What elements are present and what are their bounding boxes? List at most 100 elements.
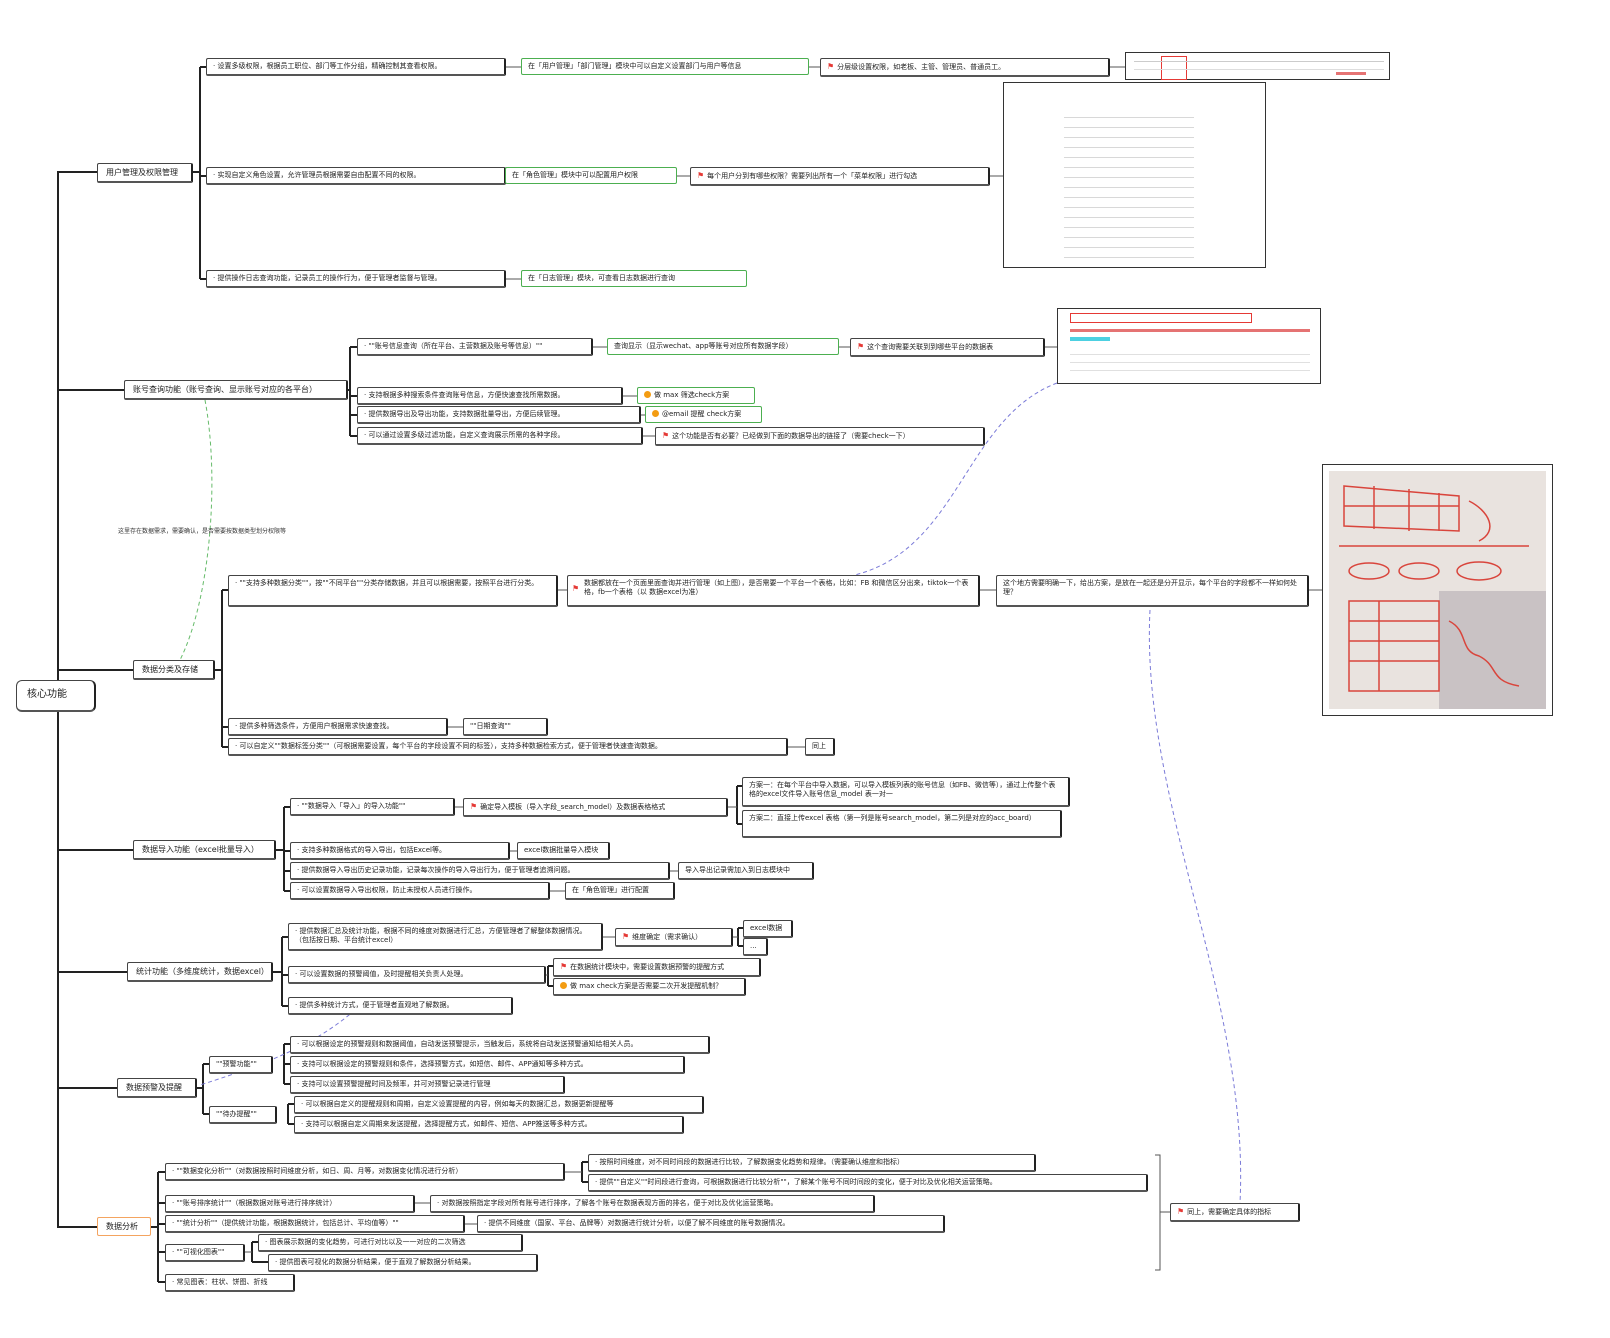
topic-node[interactable]: · ""账号排序统计""（根据数据对账号进行排序统计） [165,1195,415,1213]
priority-icon [644,391,651,398]
topic-node[interactable]: · ""账号信息查询（所在平台、主营数据及账号等信息）"" [357,338,593,356]
topic-node[interactable]: · 对数据按照指定字段对所有账号进行排序，了解各个账号在数据表现方面的排名，便于… [430,1195,875,1213]
branch-data-import[interactable]: 数据导入功能（excel批量导入） [133,840,276,860]
solution-node[interactable]: 在「用户管理」「部门管理」模块中可以自定义设置部门与用户等信息 [521,58,809,75]
subtopic-todo[interactable]: ""待办提醒"" [209,1106,277,1124]
red-flag-icon: ⚑ [1177,1207,1185,1216]
solution-node[interactable]: 同上 [805,738,835,756]
red-flag-icon: ⚑ [622,932,630,941]
solution-node[interactable]: 查询显示（显示wechat、app等账号对应所有数据字段） [607,338,839,355]
topic-node[interactable]: · ""数据导入「导入」的导入功能"" [290,798,455,816]
red-flag-icon: ⚑ [662,431,670,440]
priority-icon [560,982,567,989]
topic-node[interactable]: · ""可视化图表"" [165,1244,245,1262]
issue-text: 维度确定（需求确认） [632,933,703,941]
topic-node[interactable]: · ""统计分析""（提供统计功能，根据数据统计，包括总计、平均值等）"" [165,1215,465,1233]
topic-node[interactable]: · 常见图表：柱状、饼图、折线 [165,1274,295,1292]
branch-statistics[interactable]: 统计功能（多维度统计，数据excel） [127,962,273,982]
issue-text: 每个用户分到有哪些权限？需要列出所有一个「菜单权限」进行勾选 [707,172,918,180]
topic-node[interactable]: · 支持根据多种搜索条件查询账号信息，方便快速查找所需数据。 [357,387,623,405]
topic-node[interactable]: · 支持可以根据自定义周期来发送提醒，选择提醒方式，如邮件、短信、APP推送等多… [294,1116,684,1134]
red-flag-icon: ⚑ [697,171,705,180]
topic-node[interactable]: · 可以设置数据导入导出权限，防止未授权人员进行操作。 [290,882,550,900]
sketch-photo[interactable] [1322,464,1553,716]
topic-node[interactable]: · 可以根据自定义的提醒规则和周期，自定义设置提醒的内容，例如每天的数据汇总，数… [294,1096,704,1114]
subtopic-alert[interactable]: ""预警功能"" [209,1056,273,1074]
topic-node[interactable]: · 提供图表可视化的数据分析结果，便于直观了解数据分析结果。 [268,1254,538,1272]
solution-node[interactable]: 在「角色管理」模块中可以配置用户权限 [505,167,677,184]
topic-node[interactable]: · ""支持多种数据分类""，按""不同平台""分类存储数据，并且可以根据需要，… [228,575,558,607]
option-node[interactable]: ... [743,938,768,956]
solution-text: @email 提醒 check方案 [662,410,742,418]
solution-text: 做 max 筛选check方案 [654,391,730,399]
issue-text: 同上，需要确定具体的指标 [1187,1208,1272,1216]
issue-text: 在数据统计模块中，需要设置数据预警的提醒方式 [570,963,725,971]
issue-node[interactable]: ⚑每个用户分到有哪些权限？需要列出所有一个「菜单权限」进行勾选 [690,167,990,186]
solution-node[interactable]: 做 max 筛选check方案 [637,387,755,404]
issue-text: 数据都放在一个页面里面查询并进行管理（如上图），是否需要一个平台一个表格，比如：… [584,579,969,596]
red-flag-icon: ⚑ [827,62,835,71]
hand-drawn-sketch [1329,471,1546,709]
topic-node[interactable]: · 支持可以根据设定的预警规则和条件，选择预警方式，如短信、邮件、APP通知等多… [290,1056,685,1074]
branch-data-classification[interactable]: 数据分类及存储 [133,660,215,680]
option-node[interactable]: excel数据 [743,920,793,938]
topic-node[interactable]: · 可以自定义""数据标签分类""（可根据需要设置，每个平台的字段设置不同的标签… [228,738,788,756]
topic-node[interactable]: · 可以根据设定的预警规则和数据阈值，自动发送预警提示，当触发后，系统将自动发送… [290,1036,710,1054]
option-node[interactable]: 做 max check方案是否需要二次开发提醒机制？ [553,978,746,996]
topic-node[interactable]: · 提供操作日志查询功能，记录员工的操作行为，便于管理者监督与管理。 [206,270,506,288]
branch-data-analysis[interactable]: 数据分析 [97,1217,151,1236]
issue-text: 确定导入模板（导入字段_search_model）及数据表格格式 [480,803,666,811]
issue-text: 分层级设置权限，如老板、主管、管理员、普通员工。 [837,63,1006,71]
screenshot-thumbnail[interactable] [1125,52,1390,80]
red-flag-icon: ⚑ [560,962,568,971]
topic-node[interactable]: · 支持可以设置预警提醒时间及频率，并可对预警记录进行管理 [290,1076,565,1094]
topic-node[interactable]: · 支持多种数据格式的导入导出，包括Excel等。 [290,842,510,860]
permission-tree-screenshot[interactable] [1003,82,1266,268]
branch-alerts[interactable]: 数据预警及提醒 [117,1078,197,1098]
topic-node[interactable]: · 可以设置数据的预警阈值，及时提醒相关负责人处理。 [288,966,546,984]
solution-node[interactable]: 在「角色管理」进行配置 [565,882,675,900]
relationship-label: 这里存在数据需求，需要确认，是否需要按数据类型划分权限等 [118,528,287,535]
root-node[interactable]: 核心功能 [16,680,96,712]
issue-node[interactable]: ⚑在数据统计模块中，需要设置数据预警的提醒方式 [553,958,761,977]
topic-node[interactable]: · 提供数据汇总及统计功能，根据不同的维度对数据进行汇总，方便管理者了解整体数据… [288,923,603,951]
issue-node[interactable]: ⚑维度确定（需求确认） [615,928,733,947]
summary-issue-node[interactable]: ⚑同上，需要确定具体的指标 [1170,1203,1300,1222]
issue-node[interactable]: ⚑确定导入模板（导入字段_search_model）及数据表格格式 [463,798,728,817]
topic-node[interactable]: · 提供数据导入导出历史记录功能，记录每次操作的导入导出行为，便于管理者追溯问题… [290,862,670,880]
note-node[interactable]: 这个地方需要明确一下，给出方案，是放在一起还是分开显示，每个平台的字段都不一样如… [996,575,1309,607]
topic-node[interactable]: · 图表展示数据的变化趋势，可进行对比以及一一对应的二次筛选 [258,1234,523,1252]
topic-node[interactable]: · ""数据变化分析""（对数据按照时间维度分析，如日、周、月等，对数据变化情况… [165,1163,565,1181]
topic-node[interactable]: · 可以通过设置多级过滤功能，自定义查询展示所需的各种字段。 [357,427,643,445]
topic-node[interactable]: · 提供不同维度（国家、平台、品牌等）对数据进行统计分析，以便了解不同维度的账号… [477,1215,945,1233]
red-flag-icon: ⚑ [470,802,478,811]
priority-icon [652,410,659,417]
issue-node[interactable]: ⚑这个功能是否有必要？已经做到下面的数据导出的链接了（需要check一下） [655,427,985,446]
topic-node[interactable]: · 提供多种统计方式，便于管理者直观地了解数据。 [288,997,513,1015]
topic-node[interactable]: · 提供""自定义""时间段进行查询，可根据数据进行比较分析""，了解某个账号不… [588,1174,1148,1192]
issue-text: 这个查询需要关联到到哪些平台的数据表 [867,343,994,351]
red-flag-icon: ⚑ [572,584,580,593]
issue-node[interactable]: ⚑ 数据都放在一个页面里面查询并进行管理（如上图），是否需要一个平台一个表格，比如… [567,575,980,607]
option-node[interactable]: 方案一：在每个平台中导入数据，可以导入模板列表的账号信息（如FB、微信等），通过… [742,777,1070,807]
topic-node[interactable]: · 按照时间维度，对不同时间段的数据进行比较，了解数据变化趋势和规律。（需要确认… [588,1154,1036,1172]
solution-node[interactable]: 在「日志管理」模块，可查看日志数据进行查询 [521,270,747,287]
issue-node[interactable]: ⚑这个查询需要关联到到哪些平台的数据表 [850,338,1045,357]
red-flag-icon: ⚑ [857,342,865,351]
solution-node[interactable]: 导入导出记录需加入到日志模块中 [678,862,814,880]
issue-text: 这个功能是否有必要？已经做到下面的数据导出的链接了（需要check一下） [672,432,910,440]
topic-node[interactable]: · 提供数据导出及导出功能，支持数据批量导出，方便后续管理。 [357,406,641,424]
option-node[interactable]: 方案二：直接上传excel 表格（第一列是账号search_model，第二列是… [742,810,1062,838]
issue-node[interactable]: ⚑分层级设置权限，如老板、主管、管理员、普通员工。 [820,58,1110,77]
topic-node[interactable]: · 设置多级权限，根据员工职位、部门等工作分组，精确控制其查看权限。 [206,58,506,76]
topic-node[interactable]: · 实现自定义角色设置，允许管理员根据需要自由配置不同的权限。 [206,167,506,185]
solution-node[interactable]: ""日期查询"" [463,718,548,736]
solution-node[interactable]: @email 提醒 check方案 [645,406,762,423]
branch-user-permission[interactable]: 用户管理及权限管理 [97,163,193,183]
solution-node[interactable]: excel数据批量导入模块 [517,842,610,860]
query-table-screenshot[interactable] [1057,308,1321,384]
topic-node[interactable]: · 提供多种筛选条件，方便用户根据需求快速查找。 [228,718,448,736]
branch-account-query[interactable]: 账号查询功能（账号查询、显示账号对应的各平台） [124,380,348,400]
